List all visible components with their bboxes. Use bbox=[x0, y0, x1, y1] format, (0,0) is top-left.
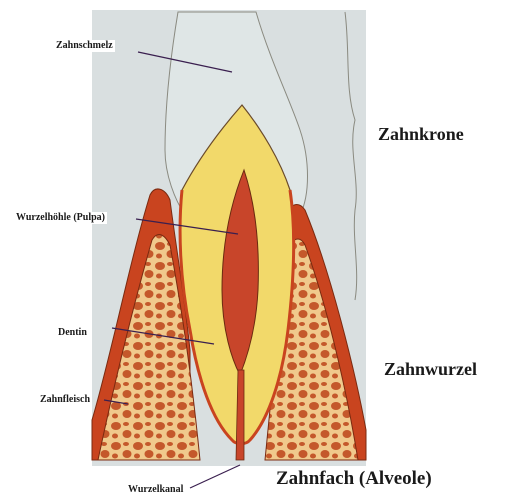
label-root-canal: Wurzelkanal bbox=[126, 484, 185, 496]
label-root: Zahnwurzel bbox=[378, 356, 483, 382]
label-gum: Zahnfleisch bbox=[38, 394, 92, 406]
label-pulp: Wurzelhöhle (Pulpa) bbox=[14, 212, 107, 224]
pointer-root-canal bbox=[190, 465, 240, 488]
label-dentin: Dentin bbox=[56, 327, 89, 339]
label-enamel: Zahnschmelz bbox=[54, 40, 115, 52]
label-socket: Zahnfach (Alveole) bbox=[272, 467, 436, 490]
label-crown: Zahnkrone bbox=[372, 121, 470, 147]
